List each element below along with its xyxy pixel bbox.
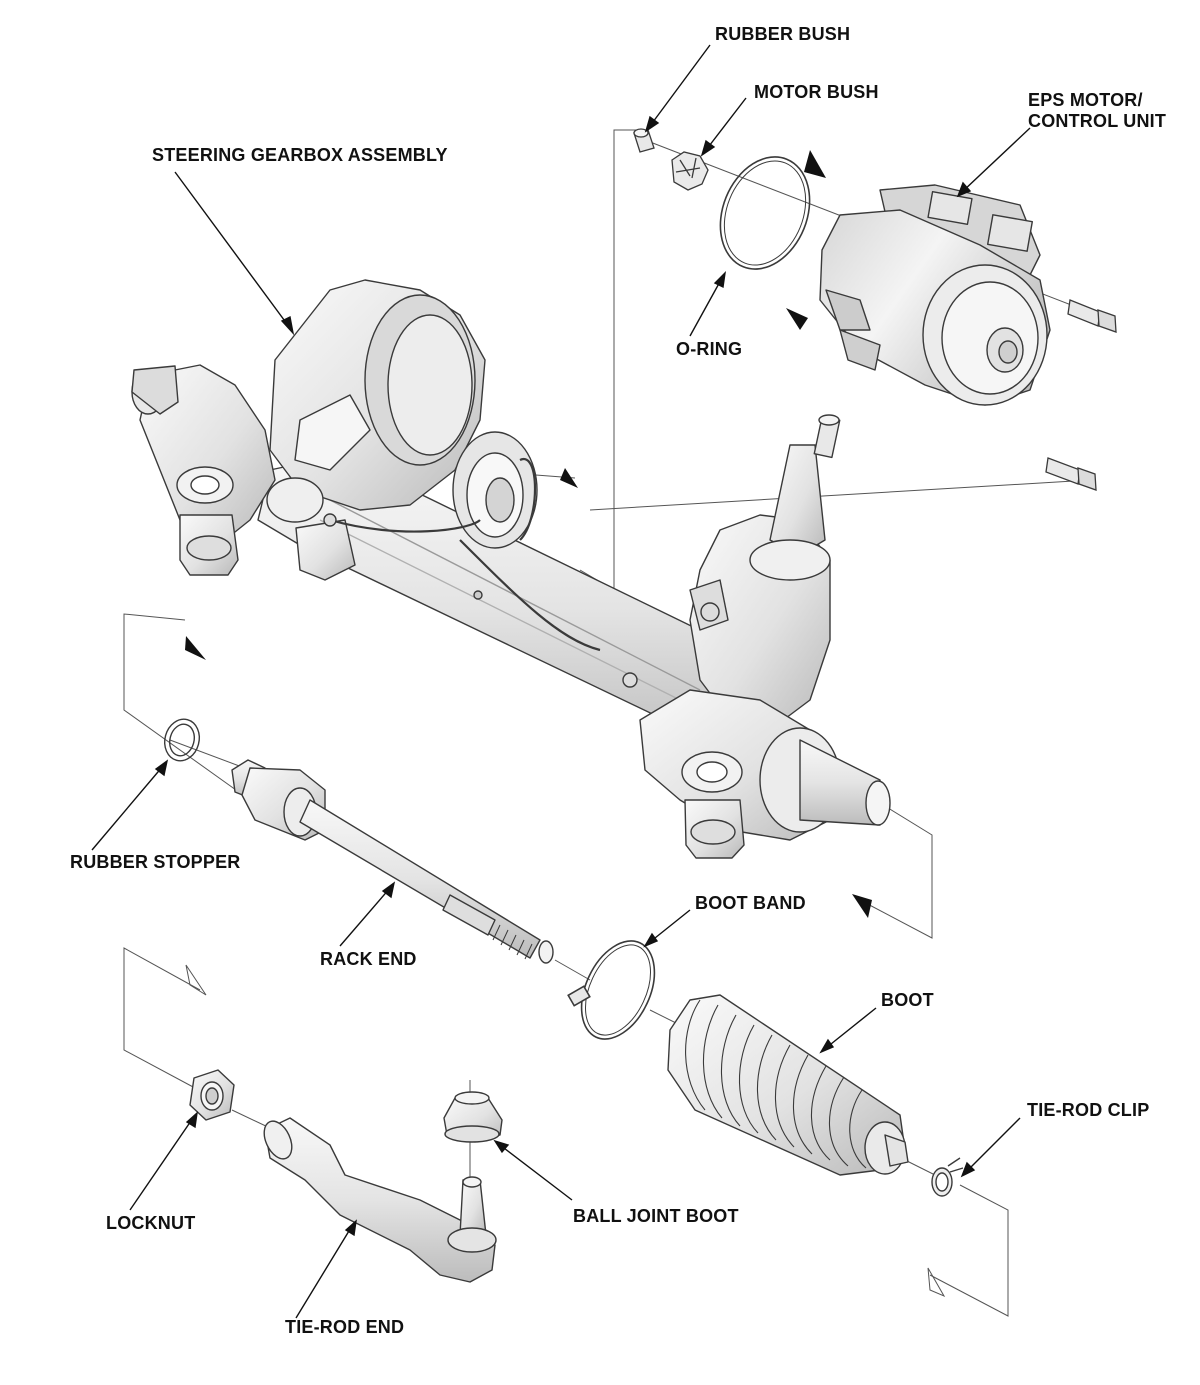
eps-motor-control-unit (819, 184, 1051, 406)
label-eps-motor-control-unit: EPS MOTOR/ CONTROL UNIT (1028, 90, 1166, 132)
leader-lines (91, 44, 1031, 1319)
label-rubber-bush: RUBBER BUSH (715, 24, 851, 44)
leader-motor-bush (705, 97, 747, 151)
ball-joint-boot-part (443, 1091, 503, 1143)
arrow-marker (185, 636, 206, 660)
guide-rack-axis (169, 739, 251, 771)
o-ring-part (719, 156, 811, 270)
label-tie-rod-clip: TIE-ROD CLIP (1027, 1100, 1150, 1120)
label-rack-end: RACK END (320, 949, 417, 969)
guide-rack-right-bracket (859, 799, 933, 939)
mounting-bolts (1045, 299, 1117, 491)
leader-boot (825, 1007, 877, 1049)
arrow-marker (852, 894, 872, 918)
rack-end-thread (492, 924, 533, 960)
locknut-part (189, 1069, 235, 1121)
guide-tierod-bracket (123, 947, 201, 1089)
boot-convolutions (685, 999, 867, 1169)
label-motor-bush: MOTOR BUSH (754, 82, 879, 102)
leader-steering-gearbox (174, 171, 291, 329)
label-eps-motor-line2: CONTROL UNIT (1028, 111, 1167, 131)
label-tie-rod-end: TIE-ROD END (285, 1317, 405, 1337)
guide-boot-axis (554, 959, 591, 981)
bolt-lower (1045, 457, 1081, 485)
label-ball-joint-boot: BALL JOINT BOOT (573, 1206, 739, 1226)
leader-locknut (129, 1117, 194, 1211)
valve-body-ring (749, 539, 831, 581)
connector-2 (986, 214, 1034, 252)
steering-gearbox-assembly (131, 279, 891, 859)
guide-motor-axis-bottom (589, 479, 1091, 511)
guide-clip-axis (904, 1159, 936, 1176)
guide-locknut-axis (231, 1109, 271, 1129)
leader-boot-band (649, 909, 691, 943)
label-steering-gearbox-assembly: STEERING GEARBOX ASSEMBLY (152, 145, 448, 165)
leader-rubber-stopper (91, 765, 164, 851)
rack-end-rod (299, 799, 541, 959)
motor-bush-part (671, 151, 709, 191)
leader-tie-rod-end (295, 1225, 353, 1319)
harness-wire (329, 458, 601, 652)
leader-rack-end (339, 887, 391, 947)
input-shaft (769, 444, 826, 556)
arrow-marker (804, 150, 826, 178)
tie-rod-end-part (263, 1117, 497, 1283)
arrow-marker (185, 964, 207, 996)
label-boot-band: BOOT BAND (695, 893, 806, 913)
arrow-marker (786, 308, 808, 330)
label-locknut: LOCKNUT (106, 1213, 196, 1233)
ball-stud (459, 1179, 487, 1236)
alignment-guides (123, 129, 1111, 1317)
guide-rack-left-bracket (123, 613, 251, 801)
label-boot: BOOT (881, 990, 934, 1010)
guide-motor-bracket (579, 129, 640, 591)
leader-eps-motor (961, 127, 1031, 193)
arrow-marker (560, 468, 578, 488)
leader-tie-rod-clip (965, 1117, 1021, 1173)
tie-rod-clip-part (931, 1157, 964, 1197)
left-housing (139, 364, 276, 546)
label-o-ring: O-RING (676, 339, 743, 359)
leader-ball-joint-boot (499, 1144, 573, 1201)
bolt-upper (1067, 299, 1101, 327)
pinion-cover (266, 477, 324, 523)
connector-1 (927, 191, 973, 225)
rubber-bush-part (633, 128, 655, 153)
label-rubber-stopper: RUBBER STOPPER (70, 852, 241, 872)
rubber-stopper-part (164, 718, 200, 762)
boot-band-part (567, 940, 656, 1040)
leader-o-ring (689, 277, 723, 337)
guide-clip-bracket (929, 1184, 1009, 1317)
arrow-marker (927, 1267, 946, 1298)
label-eps-motor-line1: EPS MOTOR/ (1028, 90, 1143, 110)
leader-rubber-bush (649, 44, 711, 127)
rack-end-part (231, 759, 554, 964)
boot-part (667, 994, 909, 1176)
